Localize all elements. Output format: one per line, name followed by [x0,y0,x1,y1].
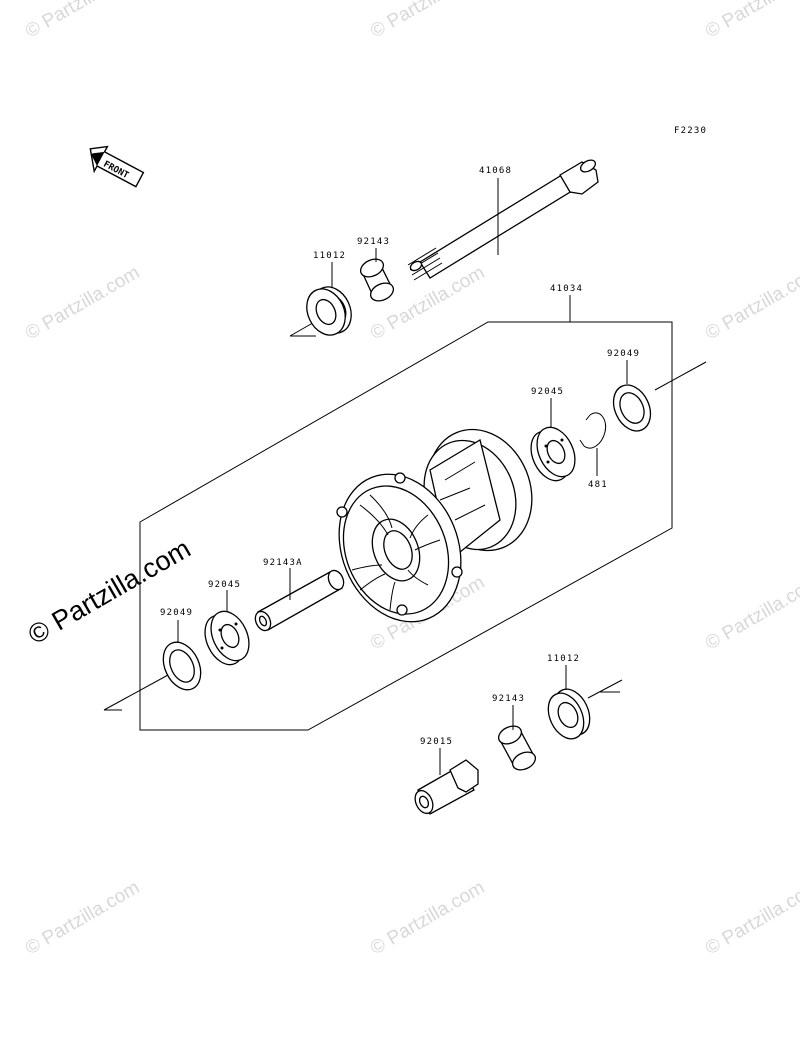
part-label-nut: 92015 [420,737,453,747]
watermark: © Partzilla.com [702,572,800,654]
part-label-bearing-left: 92045 [208,580,241,590]
watermark: © Partzilla.com [22,262,143,344]
nut-92015 [414,759,479,815]
hub-assembly-outline [139,321,673,731]
axis-line-bottom [587,679,623,699]
seal-92049-left [162,641,202,691]
bearing-92045-right [530,426,576,482]
watermark: © Partzilla.com [702,262,800,344]
spacer-92143a [254,569,345,632]
part-label-seal-top: 11012 [313,251,346,261]
seal-11012-top [306,286,352,336]
figure-code: F2230 [674,126,707,136]
watermark: © Partzilla.com [367,877,488,959]
collar-92143-top [359,258,395,302]
part-label-seal-bottom: 11012 [547,654,580,664]
axis-line-right [654,361,707,391]
seal-92049-right [612,384,652,432]
part-label-collar-top: 92143 [357,237,390,247]
watermark-main: © Partzilla.com [23,533,196,650]
part-label-seal-left: 92049 [160,608,193,618]
front-arrow-icon: FRONT [89,145,145,188]
watermark: © Partzilla.com [702,877,800,959]
part-label-hub: 41034 [550,284,583,294]
part-label-collar-bottom: 92143 [492,694,525,704]
watermark: © Partzilla.com [702,0,800,42]
wheel-hub-41034 [336,428,533,623]
part-label-axle: 41068 [479,166,512,176]
axle-41068 [407,159,599,281]
watermark: © Partzilla.com [22,877,143,959]
collar-92143-bottom [497,725,537,771]
part-label-bearing-right: 92045 [531,387,564,397]
part-label-seal-right: 92049 [607,349,640,359]
seal-11012-bottom [547,688,591,740]
watermark: © Partzilla.com [367,0,488,42]
watermark: © Partzilla.com [22,0,143,42]
part-label-circlip: 481 [588,480,608,490]
circlip-481 [579,412,607,449]
bearing-92045-left [204,610,250,666]
part-label-spacer: 92143A [263,558,303,568]
axis-line-left [103,674,169,711]
